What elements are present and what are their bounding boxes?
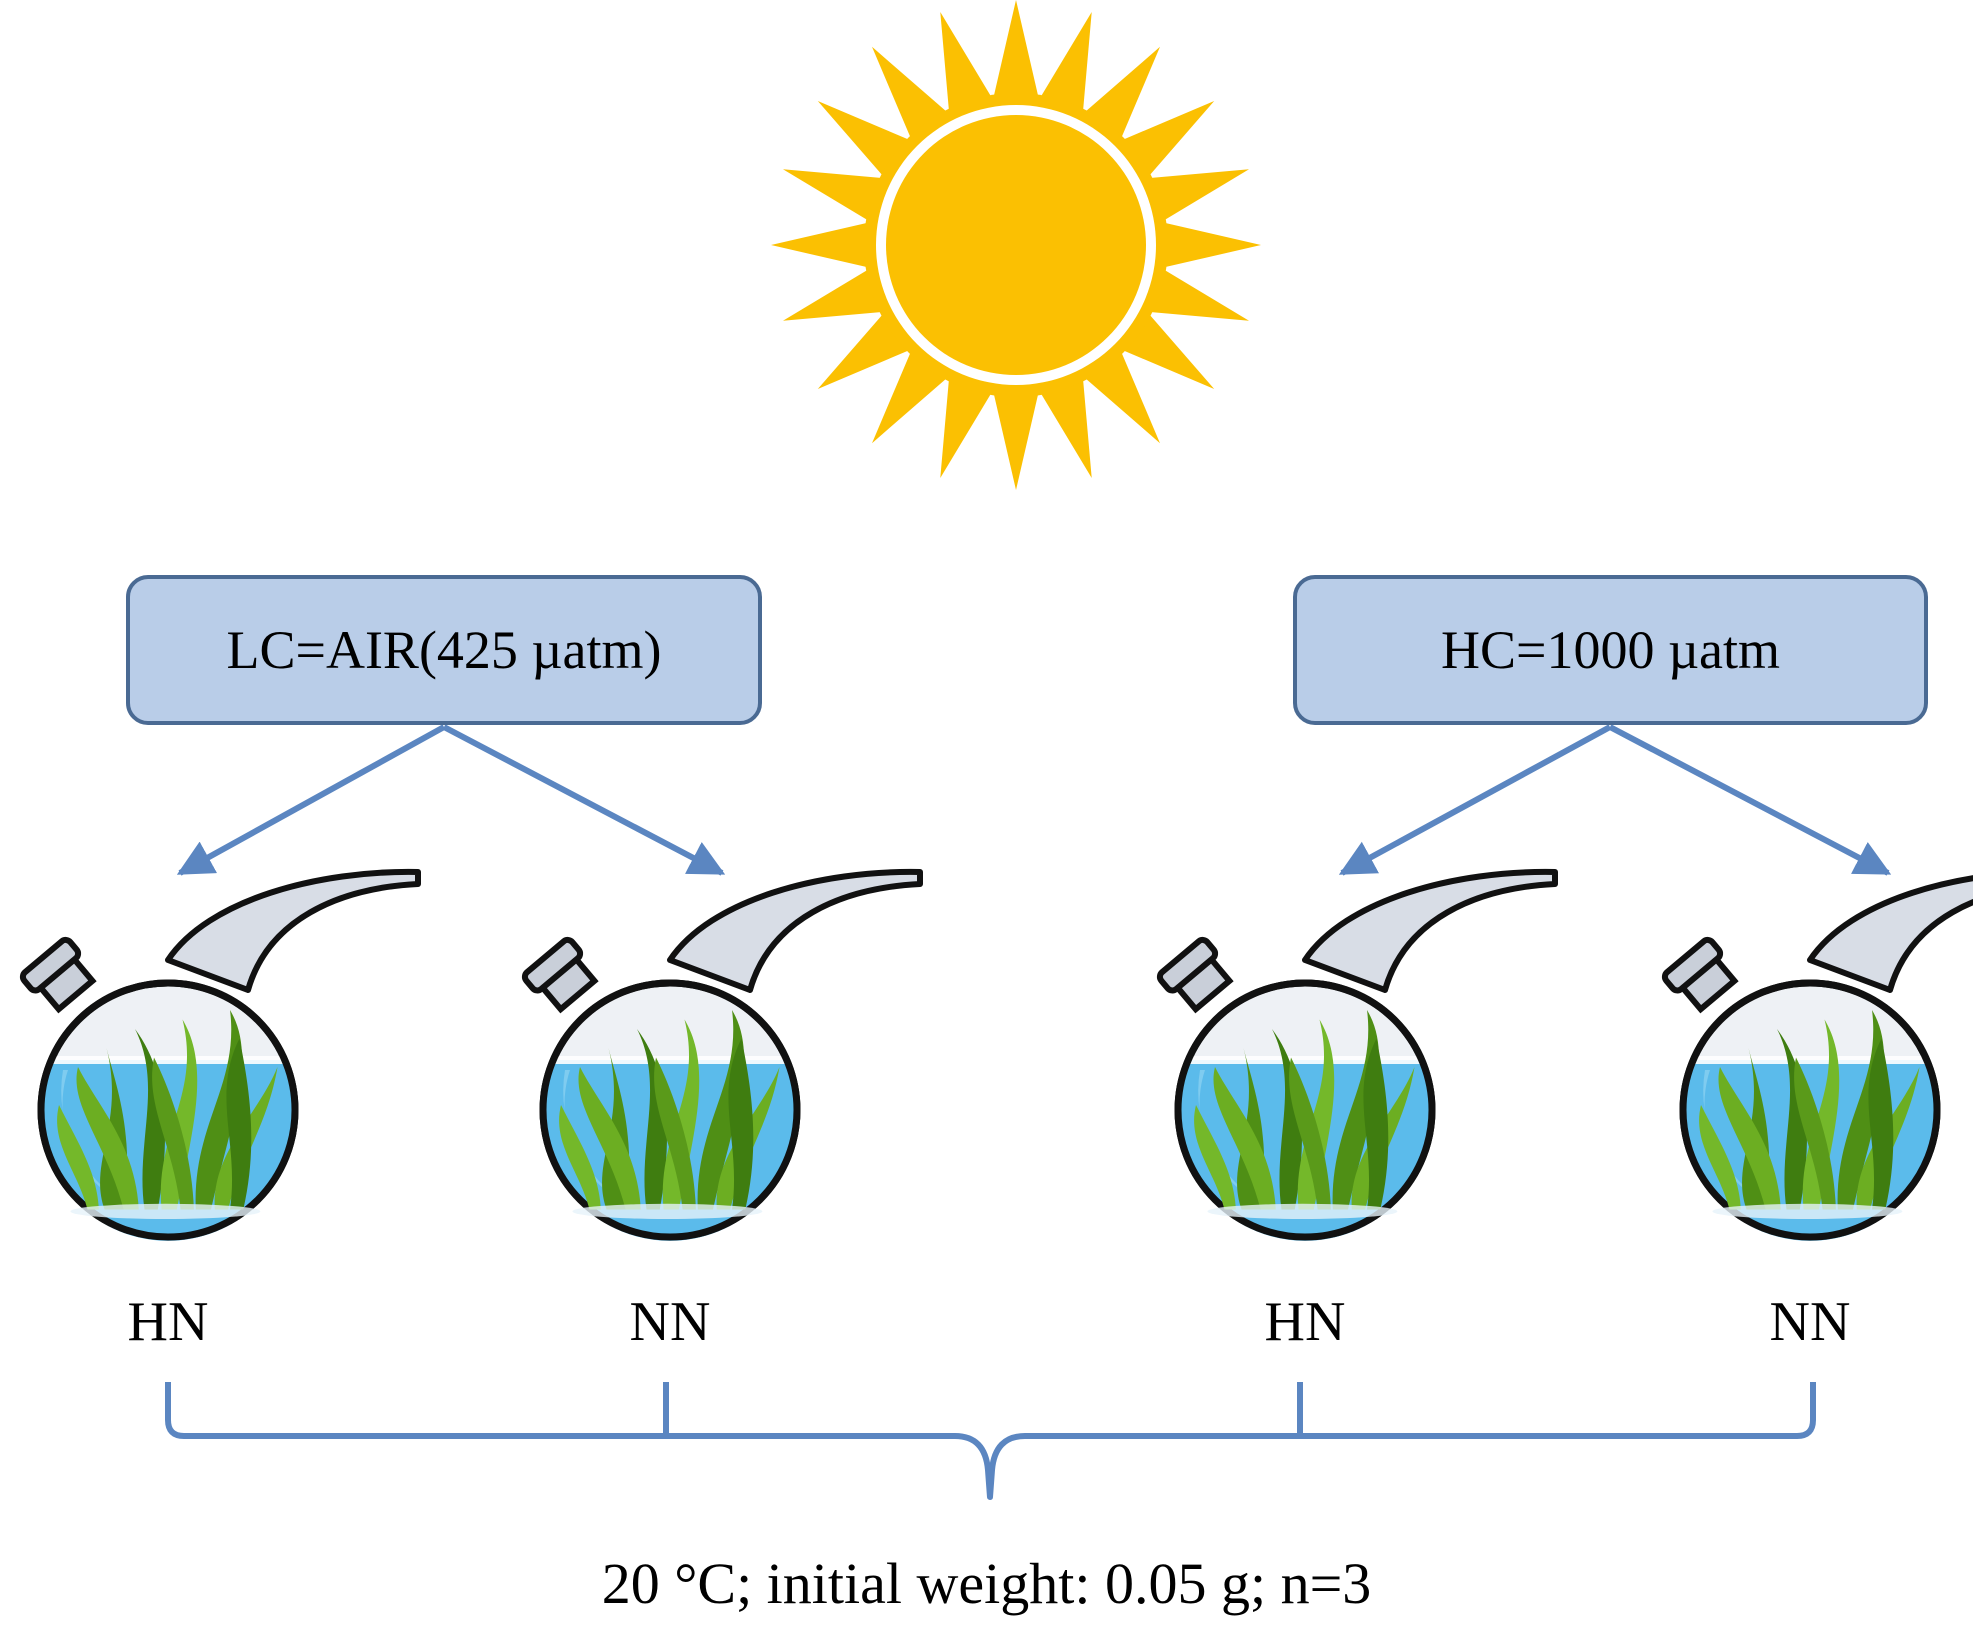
sun-ray — [993, 0, 1039, 97]
arrow-hc-hn — [1338, 724, 1612, 876]
sun-icon — [771, 0, 1261, 490]
flask-label: NN — [629, 1291, 711, 1353]
condition-box-lc: LC=AIR(425 µatm) — [126, 575, 762, 725]
sun-ray — [817, 314, 910, 390]
sun-ray — [1040, 11, 1092, 111]
sun-ray — [782, 269, 882, 321]
sun-ray — [1150, 169, 1250, 221]
condition-label-lc: LC=AIR(425 µatm) — [226, 620, 662, 680]
flask-icon — [522, 872, 920, 1241]
sun-ray — [1150, 269, 1250, 321]
condition-box-hc: HC=1000 µatm — [1293, 575, 1928, 725]
flask-icon — [1157, 872, 1555, 1241]
sun-ray — [782, 169, 882, 221]
sun-ray — [1040, 379, 1092, 479]
flask-label: HN — [1264, 1291, 1346, 1353]
sun-ray — [871, 351, 947, 444]
sun-disc — [886, 115, 1146, 375]
flask-icon — [1662, 872, 1973, 1241]
flask-label: NN — [1769, 1291, 1851, 1353]
grouping-bracket — [165, 1382, 1816, 1500]
sun-ray — [1122, 314, 1215, 390]
sun-ray — [771, 222, 868, 268]
condition-label-hc: HC=1000 µatm — [1440, 620, 1781, 680]
sun-ray — [817, 100, 910, 176]
sun-ray — [1122, 100, 1215, 176]
arrow-hc-nn — [1608, 724, 1892, 876]
sun-ray — [1085, 351, 1161, 444]
sun-ray — [1085, 46, 1161, 139]
sun-ray — [940, 379, 992, 479]
sun-ray — [993, 393, 1039, 490]
sun-ray — [871, 46, 947, 139]
arrow-lc-hn — [176, 724, 446, 876]
flask-icon — [20, 872, 418, 1241]
arrows — [176, 724, 1892, 876]
flask-label: HN — [127, 1291, 209, 1353]
sun-ray — [1164, 222, 1261, 268]
arrow-lc-nn — [442, 724, 726, 876]
caption: 20 °C; initial weight: 0.05 g; n=3 — [601, 1551, 1372, 1616]
sun-ray — [940, 11, 992, 111]
